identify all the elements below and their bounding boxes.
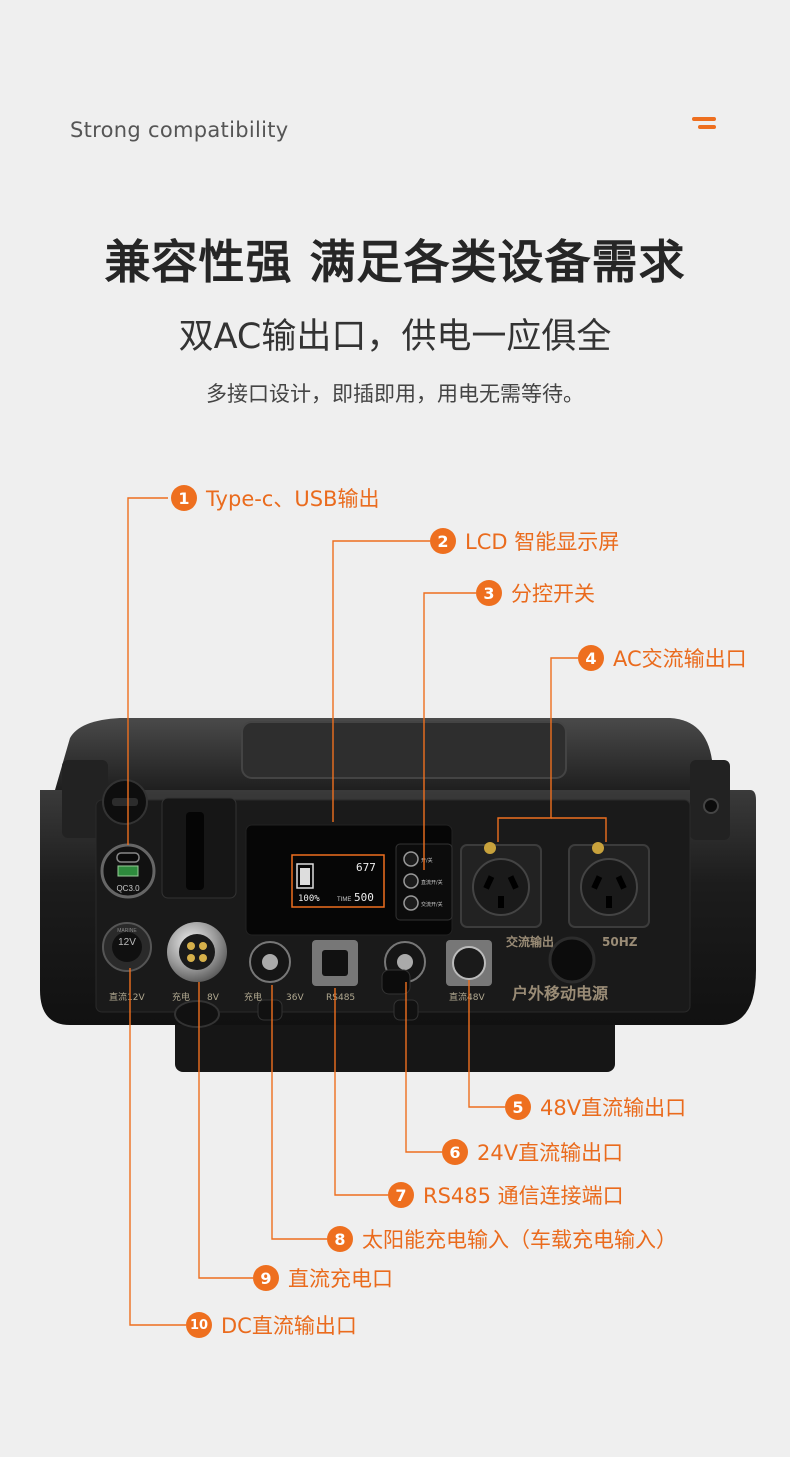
page-title: 兼容性强 满足各类设备需求 [104,235,686,289]
callout-rs485: 7 RS485 通信连接端口 [388,1181,624,1209]
rs485-port-inner [322,950,348,976]
lid-handle [241,721,567,779]
dc-charge-pin [199,954,207,962]
leader-line-1 [127,497,168,845]
port-label-12v: 直流12V [109,991,145,1003]
callout-label: DC直流输出口 [221,1314,357,1338]
leader-line-9 [198,982,253,1279]
callout-dc-output: 10 DC直流输出口 [186,1311,357,1339]
leader-line-2 [332,540,430,822]
dc-charge-port-inner [179,934,215,970]
callout-ac-output: 4 AC交流输出口 [578,644,747,672]
ac-socket-left [460,842,542,928]
port-label-rs485: RS485 [326,993,355,1003]
leader-line-5 [468,980,505,1108]
callout-dc-charge: 9 直流充电口 [253,1264,393,1292]
port-label-36v: 36V [286,993,304,1003]
leader-line-8 [271,985,327,1240]
callout-label: 分控开关 [511,582,595,606]
lcd-value-top: 677 [356,861,376,874]
lcd-screen [291,854,385,908]
ac-freq-label: 50HZ [602,935,638,949]
port-label-48v: 直流48V [449,991,485,1003]
leader-line-7 [334,988,388,1196]
lcd-battery-percent: 100% [298,894,320,904]
callout-lcd: 2 LCD 智能显示屏 [430,527,619,555]
svg-text:交流开/关: 交流开/关 [421,901,443,908]
callout-number: 3 [476,580,502,606]
brand-label: 户外移动电源 [512,984,608,1003]
callout-label: 太阳能充电输入（车载充电输入） [362,1228,677,1252]
callout-label: RS485 通信连接端口 [423,1184,624,1208]
callout-label: AC交流输出口 [613,647,747,671]
solar-input-port-inner [262,954,278,970]
port-label-8v: 8V [207,993,220,1003]
callout-number: 10 [186,1312,212,1338]
page-subtitle: 双AC输出口，供电一应俱全 [178,317,612,357]
dc-charge-pin [199,942,207,950]
callout-label: LCD 智能显示屏 [465,530,620,554]
dc24-cap [381,969,411,995]
usb-port-label: QC3.0 [116,884,140,893]
lcd-time-label: TIME [337,897,351,903]
usb-cover-slot [112,798,138,806]
ac-knob [548,936,596,984]
port-label-charge: 充电 [172,991,190,1003]
dc-charge-cap [174,1000,220,1028]
svg-text:直流开/关: 直流开/关 [421,879,443,886]
menu-line [692,117,716,121]
switch-power[interactable]: 开/关 [403,851,433,867]
page-description: 多接口设计，即插即用，用电无需等待。 [206,382,584,406]
callout-48v: 5 48V直流输出口 [505,1093,686,1121]
callout-number: 6 [442,1139,468,1165]
ac-output-label: 交流输出 [506,934,554,949]
callout-label: 直流充电口 [288,1267,393,1291]
callout-switch: 3 分控开关 [476,579,595,607]
dc-charge-pin [187,954,195,962]
svg-text:MARINE: MARINE [117,928,137,934]
port-label-solar: 充电 [244,991,262,1003]
callout-number: 5 [505,1094,531,1120]
tagline: Strong compatibility [70,118,289,142]
latch-screw [703,798,719,814]
callout-label: Type-c、USB输出 [206,487,380,511]
dc-charge-pin [187,942,195,950]
leader-line-10 [129,968,186,1326]
usb-a-port [117,865,139,877]
menu-icon[interactable] [692,117,718,133]
svg-text:12V: 12V [118,937,136,948]
callout-number: 9 [253,1265,279,1291]
lcd-battery-fill [300,868,310,885]
callout-number: 7 [388,1182,414,1208]
switch-ac[interactable]: 交流开/关 [403,895,443,911]
cig-socket: MARINE 12V [102,922,152,972]
typec-port [116,852,140,863]
leader-line-4b [551,817,607,842]
callout-number: 1 [171,485,197,511]
callout-number: 2 [430,528,456,554]
callout-number: 8 [327,1226,353,1252]
callout-solar-input: 8 太阳能充电输入（车载充电输入） [327,1225,677,1253]
leader-line-6 [405,982,442,1153]
slot-opening [186,812,204,890]
callout-24v: 6 24V直流输出口 [442,1138,623,1166]
callout-typec-usb: 1 Type-c、USB输出 [171,484,379,512]
menu-line [698,125,716,129]
callout-label: 24V直流输出口 [477,1141,624,1165]
dc48-port-inner [452,946,486,980]
callout-label: 48V直流输出口 [540,1096,687,1120]
dc24-port-inner [397,954,413,970]
switch-dc[interactable]: 直流开/关 [403,873,443,889]
svg-text:开/关: 开/关 [421,857,433,864]
callout-number: 4 [578,645,604,671]
lcd-time-value: 500 [354,891,374,904]
lcd-battery-icon [296,863,314,889]
leader-line-3 [423,592,476,870]
solar-input-cap [257,999,283,1021]
ac-socket-right [568,842,650,928]
